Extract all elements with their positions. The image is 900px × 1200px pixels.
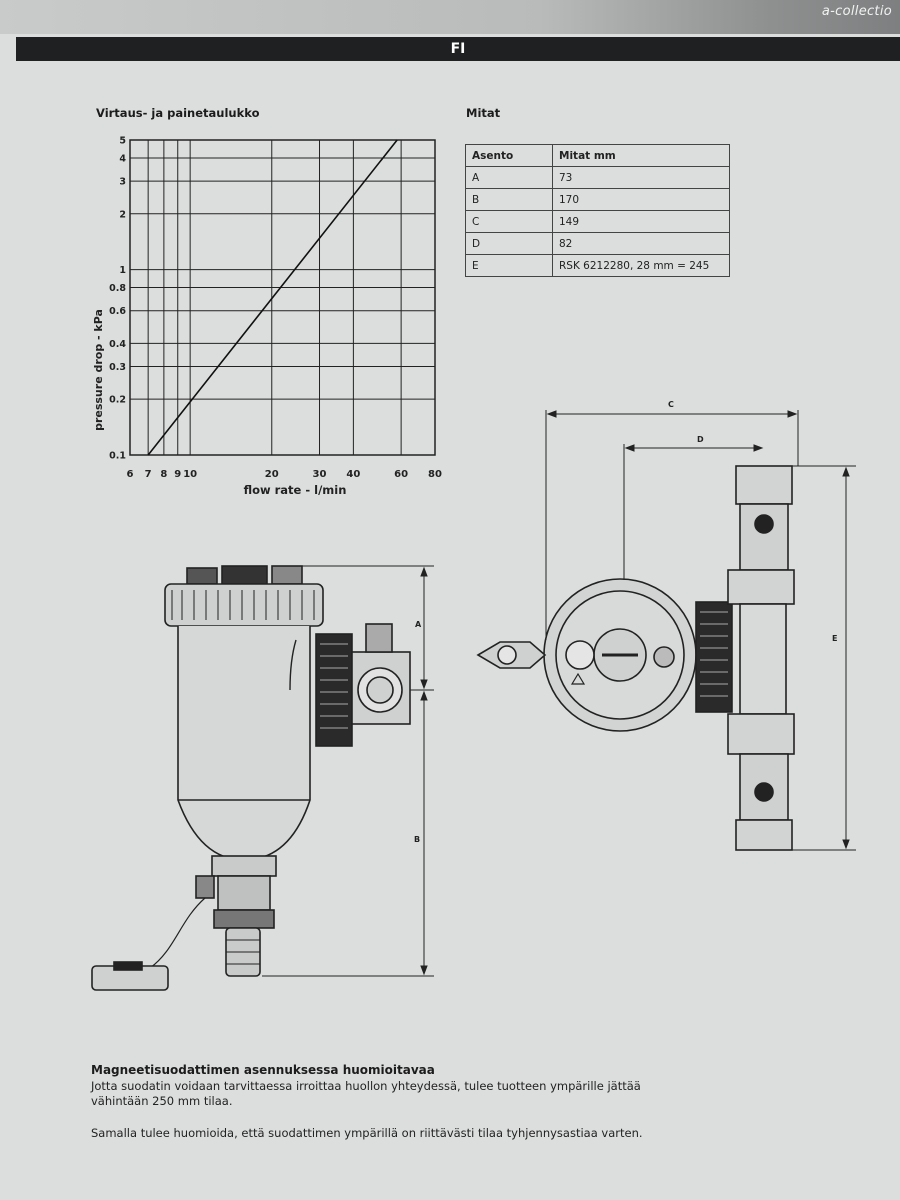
table-cell: D bbox=[465, 232, 553, 255]
dimensions-title: Mitat bbox=[466, 106, 501, 120]
table-header-row: Asento Mitat mm bbox=[465, 144, 730, 167]
y-tick-labels: 0.1 0.2 0.3 0.4 0.6 0.8 1 2 3 4 5 bbox=[109, 136, 126, 462]
y-tick-label: 0.1 bbox=[109, 451, 126, 462]
dim-label-d: D bbox=[697, 435, 704, 444]
front-dimensions bbox=[545, 410, 856, 851]
dim-label-a: A bbox=[415, 620, 422, 629]
table-cell: 82 bbox=[552, 232, 730, 255]
dimensions-table: Asento Mitat mm A 73 B 170 C 149 D 82 E … bbox=[465, 144, 730, 277]
table-row: E RSK 6212280, 28 mm = 245 bbox=[465, 254, 730, 277]
table-header-cell: Mitat mm bbox=[552, 144, 730, 167]
x-tick-label: 60 bbox=[394, 469, 408, 480]
y-tick-label: 1 bbox=[119, 265, 126, 276]
dim-label-c: C bbox=[668, 400, 674, 409]
pressure-drop-line bbox=[147, 139, 398, 456]
y-axis-label: pressure drop - kPa bbox=[92, 309, 105, 431]
chart-title: Virtaus- ja painetaulukko bbox=[96, 106, 260, 120]
x-tick-label: 6 bbox=[127, 469, 134, 480]
notes-line: Jotta suodatin voidaan tarvittaessa irro… bbox=[91, 1079, 641, 1093]
chart-grid bbox=[129, 139, 436, 456]
y-tick-label: 3 bbox=[119, 177, 126, 188]
x-tick-label: 8 bbox=[160, 469, 167, 480]
table-cell: 170 bbox=[552, 188, 730, 211]
table-cell: B bbox=[465, 188, 553, 211]
table-header-cell: Asento bbox=[465, 144, 553, 167]
x-tick-label: 10 bbox=[183, 469, 197, 480]
table-cell: A bbox=[465, 166, 553, 189]
table-cell: RSK 6212280, 28 mm = 245 bbox=[552, 254, 730, 277]
table-cell: E bbox=[465, 254, 553, 277]
table-row: A 73 bbox=[465, 166, 730, 189]
x-tick-label: 40 bbox=[346, 469, 360, 480]
side-dimensions bbox=[262, 565, 434, 977]
y-tick-label: 0.6 bbox=[109, 306, 126, 317]
y-tick-label: 0.3 bbox=[109, 362, 126, 373]
x-tick-label: 7 bbox=[145, 469, 152, 480]
filter-front-view bbox=[476, 465, 795, 851]
dim-label-b: B bbox=[414, 835, 420, 844]
y-tick-label: 0.8 bbox=[109, 283, 126, 294]
table-cell: 73 bbox=[552, 166, 730, 189]
brand-text: a-collectio bbox=[821, 4, 892, 19]
notes-title: Magneetisuodattimen asennuksessa huomioi… bbox=[91, 1063, 435, 1077]
table-row: C 149 bbox=[465, 210, 730, 233]
y-tick-label: 0.2 bbox=[109, 395, 126, 406]
top-decor-strip: a-collectio bbox=[0, 0, 900, 34]
notes-paragraph-1: Jotta suodatin voidaan tarvittaessa irro… bbox=[91, 1079, 691, 1109]
notes-line: vähintään 250 mm tilaa. bbox=[91, 1094, 233, 1108]
y-tick-label: 4 bbox=[119, 153, 126, 164]
dim-label-e: E bbox=[832, 634, 837, 643]
x-tick-label: 30 bbox=[313, 469, 327, 480]
table-cell: 149 bbox=[552, 210, 730, 233]
y-tick-label: 0.4 bbox=[109, 339, 126, 350]
technical-drawing: A B C D E bbox=[91, 400, 856, 991]
x-tick-label: 20 bbox=[265, 469, 279, 480]
notes-paragraph-2: Samalla tulee huomioida, että suodattime… bbox=[91, 1126, 643, 1140]
table-cell: C bbox=[465, 210, 553, 233]
x-axis-label: flow rate - l/min bbox=[244, 483, 347, 497]
language-banner: FI bbox=[16, 37, 900, 61]
table-row: B 170 bbox=[465, 188, 730, 211]
filter-side-view bbox=[91, 565, 411, 991]
table-row: D 82 bbox=[465, 232, 730, 255]
x-tick-label: 9 bbox=[174, 469, 181, 480]
y-tick-label: 5 bbox=[119, 136, 126, 147]
y-tick-label: 2 bbox=[119, 209, 126, 220]
chart-series bbox=[147, 139, 398, 456]
x-tick-label: 80 bbox=[428, 469, 442, 480]
